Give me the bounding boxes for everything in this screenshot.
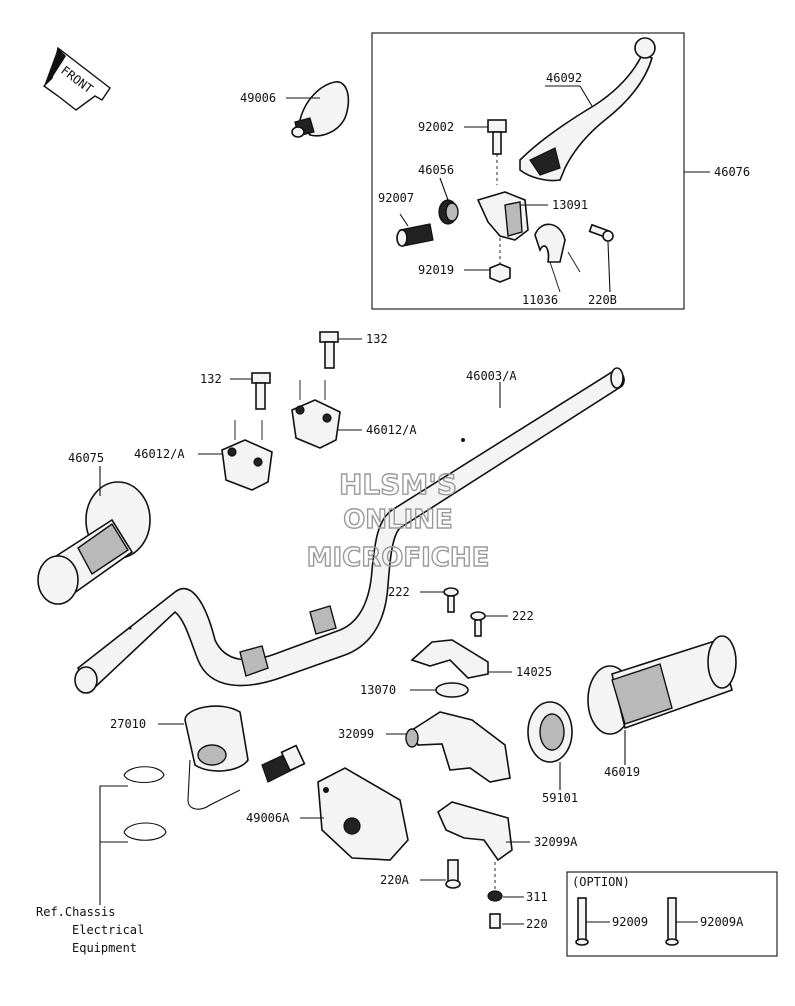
label-11036: 11036 (522, 293, 558, 307)
label-220: 220 (526, 917, 548, 931)
label-13070: 13070 (360, 683, 396, 697)
part-132-bolt-upper (319, 331, 339, 369)
label-46076: 46076 (714, 165, 750, 179)
label-220B: 220B (588, 293, 617, 307)
part-220-screw (489, 913, 501, 929)
label-27010: 27010 (110, 717, 146, 731)
part-311-washer (487, 890, 503, 902)
part-92002-bolt (487, 119, 507, 155)
label-222-b: 222 (512, 609, 534, 623)
reference-note-line2: Electrical (72, 923, 144, 937)
watermark-line2: ONLINE (343, 505, 453, 535)
lever-assembly-box (371, 32, 685, 310)
part-92009A-bolt (665, 897, 679, 946)
label-46075: 46075 (68, 451, 104, 465)
label-311: 311 (526, 890, 548, 904)
part-46012A-holder-right (291, 399, 341, 449)
label-220A: 220A (380, 873, 410, 887)
part-14025-plate (410, 639, 489, 679)
part-220A-bolt (445, 859, 461, 889)
part-46012A-holder-left (221, 439, 273, 491)
part-92019-nut (489, 263, 511, 283)
part-92007-screw (396, 223, 434, 247)
label-32099: 32099 (338, 727, 374, 741)
label-32099A: 32099A (534, 835, 578, 849)
label-92002: 92002 (418, 120, 454, 134)
part-46056-adjuster (438, 199, 459, 225)
label-46012A-right: 46012/A (366, 423, 417, 437)
label-132-lower: 132 (200, 372, 222, 386)
part-46092-lever (519, 37, 656, 182)
label-92019: 92019 (418, 263, 454, 277)
option-title: (OPTION) (572, 875, 630, 889)
label-92009A: 92009A (700, 915, 744, 929)
part-46019-grip (587, 635, 737, 735)
part-46075-grip (37, 481, 151, 605)
part-46003A-handlebar (74, 367, 625, 694)
part-49006-boot (291, 81, 350, 138)
label-46012A-left: 46012/A (134, 447, 185, 461)
part-32099A-housing (437, 801, 513, 862)
label-46056: 46056 (418, 163, 454, 177)
part-32099-housing (405, 711, 511, 783)
part-222-screw-b (470, 611, 486, 637)
label-92007: 92007 (378, 191, 414, 205)
front-arrow-icon (42, 46, 111, 111)
label-46019: 46019 (604, 765, 640, 779)
label-49006A: 49006A (246, 811, 290, 825)
part-11036-clamp (534, 223, 566, 263)
cable-tie-lower (123, 822, 167, 841)
watermark-line1: HLSM'S (339, 468, 457, 501)
part-132-bolt-lower (251, 372, 271, 410)
part-13091-holder (476, 191, 529, 241)
part-59101-pulley (527, 701, 573, 763)
part-222-screw-a (443, 587, 459, 613)
part-49006A-boot (317, 767, 409, 861)
part-13070-clip (435, 682, 469, 698)
part-27010-switch (184, 705, 306, 810)
label-132-upper: 132 (366, 332, 388, 346)
label-46092: 46092 (546, 71, 582, 85)
watermark-line3: MICROFICHE (307, 543, 490, 573)
label-13091: 13091 (552, 198, 588, 212)
label-49006: 49006 (240, 91, 276, 105)
reference-note-line3: Equipment (72, 941, 137, 955)
label-46003A: 46003/A (466, 369, 517, 383)
part-92009-bolt (575, 897, 589, 946)
label-14025: 14025 (516, 665, 552, 679)
reference-note-line1: Ref.Chassis (36, 905, 115, 919)
label-222-a: 222 (388, 585, 410, 599)
part-220B-screw (588, 223, 614, 242)
label-59101: 59101 (542, 791, 578, 805)
option-box (566, 871, 778, 957)
cable-tie-upper (123, 766, 165, 784)
label-92009: 92009 (612, 915, 648, 929)
